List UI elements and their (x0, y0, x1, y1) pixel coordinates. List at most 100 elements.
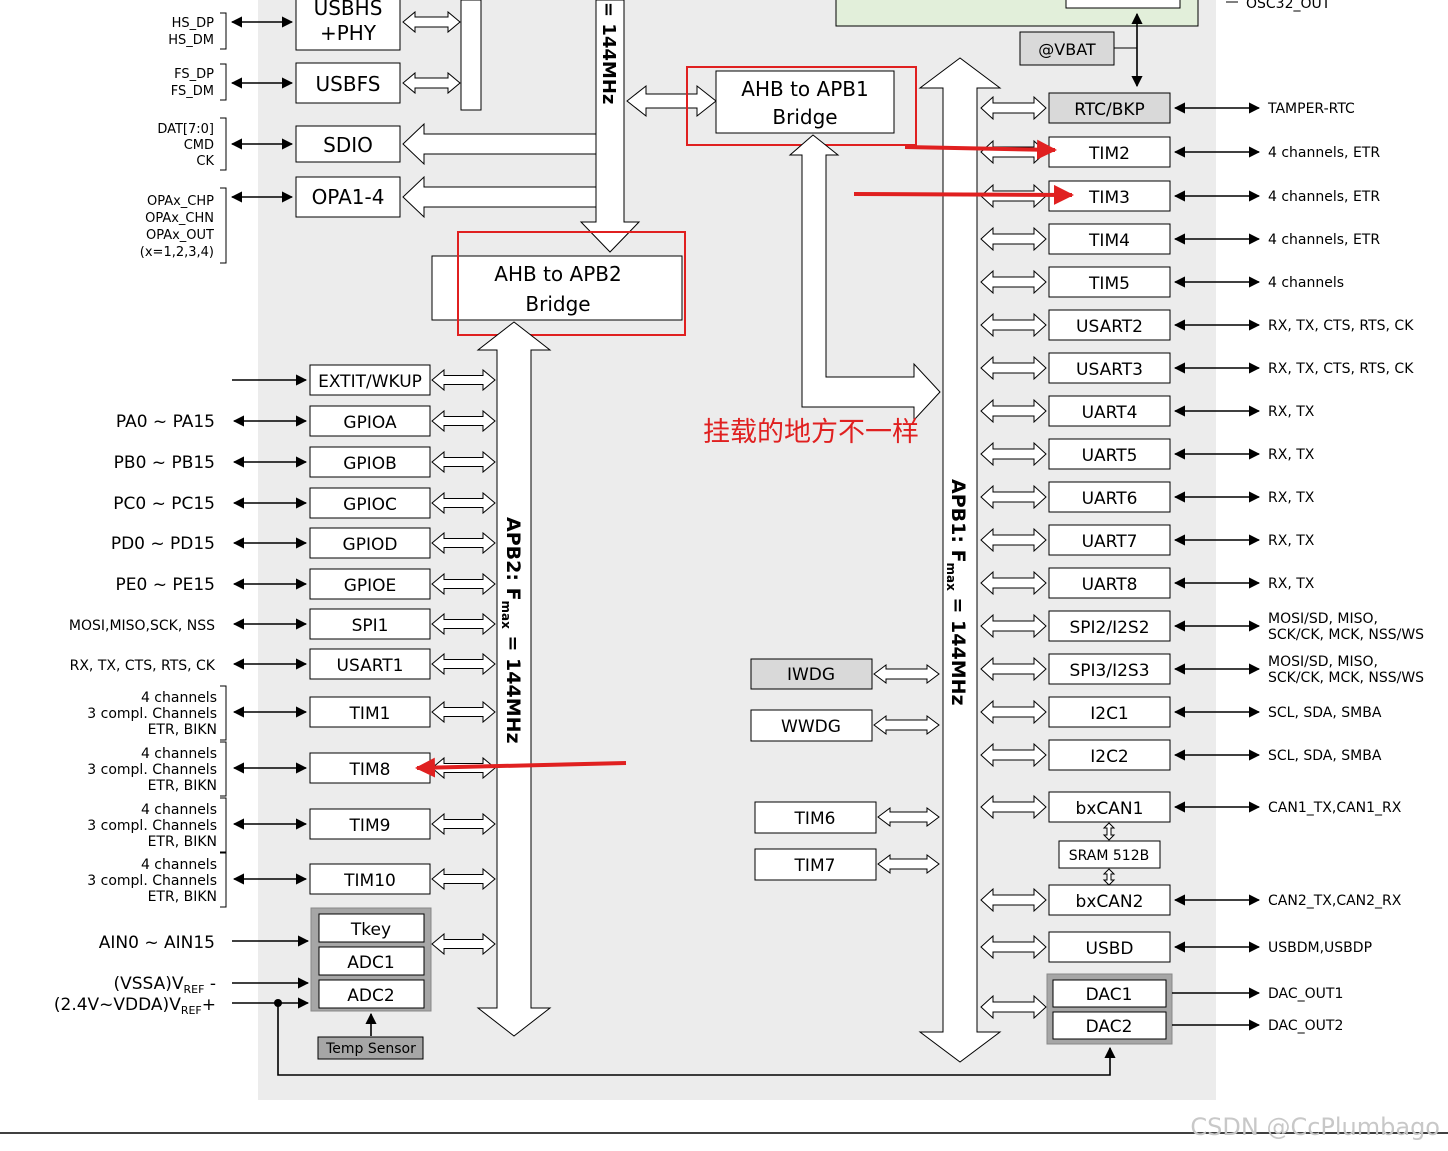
apb1-signal-spi2i2s2-2: SCK/CK, MCK, NSS/WS (1268, 627, 1424, 643)
apb1-bus-arrow (980, 312, 1047, 338)
apb2-signal-3: PD0 ~ PD15 (111, 534, 215, 554)
iwdg-block: IWDG (750, 658, 940, 690)
apb2-timer-signal: 3 compl. Channels (87, 706, 217, 722)
apb1-bus-arrow (980, 226, 1047, 252)
apb2-timer-signal: ETR, BIKN (148, 889, 217, 905)
apb1-box-spi3i2s3 (1048, 653, 1171, 685)
apb2-bus-arrow (431, 612, 496, 636)
apb1-signal-bxcan2: CAN2_TX,CAN2_RX (1268, 893, 1402, 909)
sdio-signal-2: CMD (184, 138, 214, 153)
apb2-timer-bracket (220, 685, 227, 741)
sdio-label: SDIO (323, 133, 373, 157)
adc-group-label-tkey: Tkey (350, 920, 391, 940)
apb2-bus-arrow (431, 450, 496, 474)
apb2-timer-bracket (220, 741, 227, 797)
usbfs-label: USBFS (316, 72, 381, 96)
apb1-signal-i2c1: SCL, SDA, SMBA (1268, 705, 1382, 721)
apb2-label-gpioe: GPIOE (344, 576, 397, 596)
apb1-box-spi2i2s2 (1048, 610, 1171, 642)
apb1-label-i2c2: I2C2 (1090, 747, 1129, 767)
apb2-bus-arrow (431, 700, 496, 724)
apb2-timer-signal: ETR, BIKN (148, 778, 217, 794)
apb1-bus-arrow (980, 570, 1047, 596)
apb2-label-tim1: TIM1 (349, 704, 391, 724)
osc-cell (1065, 0, 1181, 9)
sram-box (1058, 840, 1161, 869)
apb1-bus-label: APB1: Fmax = 144MHz (944, 479, 969, 706)
apb1-signal-uart4: RX, TX (1268, 404, 1315, 420)
apb2-timer-signal: 4 channels (141, 690, 217, 706)
apb1-signal-uart6: RX, TX (1268, 490, 1315, 506)
adc-group-label-adc1: ADC1 (347, 953, 394, 973)
apb2-bus-arrow (431, 812, 496, 836)
apb1-box-tim2 (1048, 136, 1171, 168)
apb2-box-gpioc (309, 487, 431, 519)
apb1-bridge-link-arrow (788, 134, 941, 422)
wwdg-label: WWDG (781, 717, 841, 737)
apb2-bus: APB2: Fmax = 144MHz (476, 321, 552, 1037)
apb1-label-spi3i2s3: SPI3/I2S3 (1069, 661, 1149, 681)
apb1-signal-tim5: 4 channels (1268, 275, 1344, 291)
apb1-box-uart5 (1048, 438, 1171, 470)
apb1-label-usart2: USART2 (1076, 317, 1143, 337)
opa-signal-1: OPAx_CHP (147, 194, 214, 209)
tim7-label: TIM7 (794, 856, 836, 876)
annotation-text: 挂载的地方不一样 (703, 417, 919, 448)
apb2-timer-signal: 4 channels (141, 857, 217, 873)
tim6-label: TIM6 (794, 809, 836, 829)
red-arrow-tim2 (904, 139, 1057, 160)
apb1-bus-arrow (980, 934, 1047, 960)
ahb-apb1-line2: Bridge (772, 105, 837, 129)
apb1-bus-arrow (980, 699, 1047, 725)
adc-bus-arrow (431, 932, 496, 956)
tim6-block: TIM6 (754, 801, 940, 834)
tim7-block: TIM7 (754, 848, 940, 881)
apb2-timer-signal: 4 channels (141, 746, 217, 762)
vbat-label: @VBAT (1038, 40, 1096, 59)
apb2-label-tim8: TIM8 (349, 760, 391, 780)
exti-bus-arrow (431, 368, 496, 392)
vbat-box (1019, 31, 1115, 66)
apb2-label-tim10: TIM10 (343, 871, 396, 891)
sdio-signal-1: DAT[7:0] (157, 122, 214, 137)
apb1-signal-uart5: RX, TX (1268, 447, 1315, 463)
opa-signal-4: (x=1,2,3,4) (140, 245, 214, 260)
dac-cell (1052, 1011, 1167, 1040)
apb2-box-spi1 (309, 608, 431, 640)
apb1-signal-uart8: RX, TX (1268, 576, 1315, 592)
opa-signal-2: OPAx_CHN (145, 211, 214, 226)
apb2-label-gpioc: GPIOC (343, 495, 397, 515)
usbhs-signal-2: HS_DM (168, 33, 214, 48)
apb2-box-usart1 (309, 648, 431, 680)
apb2-box-tim9 (309, 808, 431, 840)
apb1-bus-arrow (980, 441, 1047, 467)
apb1-bus-arrow (980, 887, 1047, 913)
apb1-box-usart2 (1048, 309, 1171, 341)
apb2-timer-signal: ETR, BIKN (148, 834, 217, 850)
apb2-signal-1: PB0 ~ PB15 (114, 453, 215, 473)
apb1-label-rtcbkp: RTC/BKP (1074, 100, 1145, 120)
apb1-bus-arrow (980, 794, 1047, 820)
sdio-signal-3: CK (196, 154, 214, 169)
apb1-box-i2c2 (1048, 739, 1171, 771)
ahb-apb2-highlight (457, 231, 686, 336)
red-arrow-tim8 (415, 757, 627, 778)
exti-box (309, 364, 431, 396)
apb1-box-uart4 (1048, 395, 1171, 427)
apb2-bus-arrow (431, 491, 496, 515)
ahb-apb2-line1: AHB to APB2 (494, 262, 621, 286)
apb1-label-tim5: TIM5 (1088, 274, 1130, 294)
apb1-signal-spi3i2s3: MOSI/SD, MISO, (1268, 654, 1378, 670)
dac-label-dac2: DAC2 (1086, 1017, 1133, 1037)
usbhs-label-2: +PHY (320, 21, 377, 45)
apb2-box-gpiod (309, 527, 431, 559)
apb1-signal-rtcbkp: TAMPER-RTC (1267, 101, 1355, 117)
apb2-timer-signal: ETR, BIKN (148, 722, 217, 738)
apb1-signal-usart2: RX, TX, CTS, RTS, CK (1268, 318, 1414, 334)
apb1-signal-spi3i2s3-2: SCK/CK, MCK, NSS/WS (1268, 670, 1424, 686)
apb1-bus-arrow (980, 95, 1047, 121)
apb2-label-tim9: TIM9 (349, 816, 391, 836)
apb2-timer-signal: 3 compl. Channels (87, 818, 217, 834)
